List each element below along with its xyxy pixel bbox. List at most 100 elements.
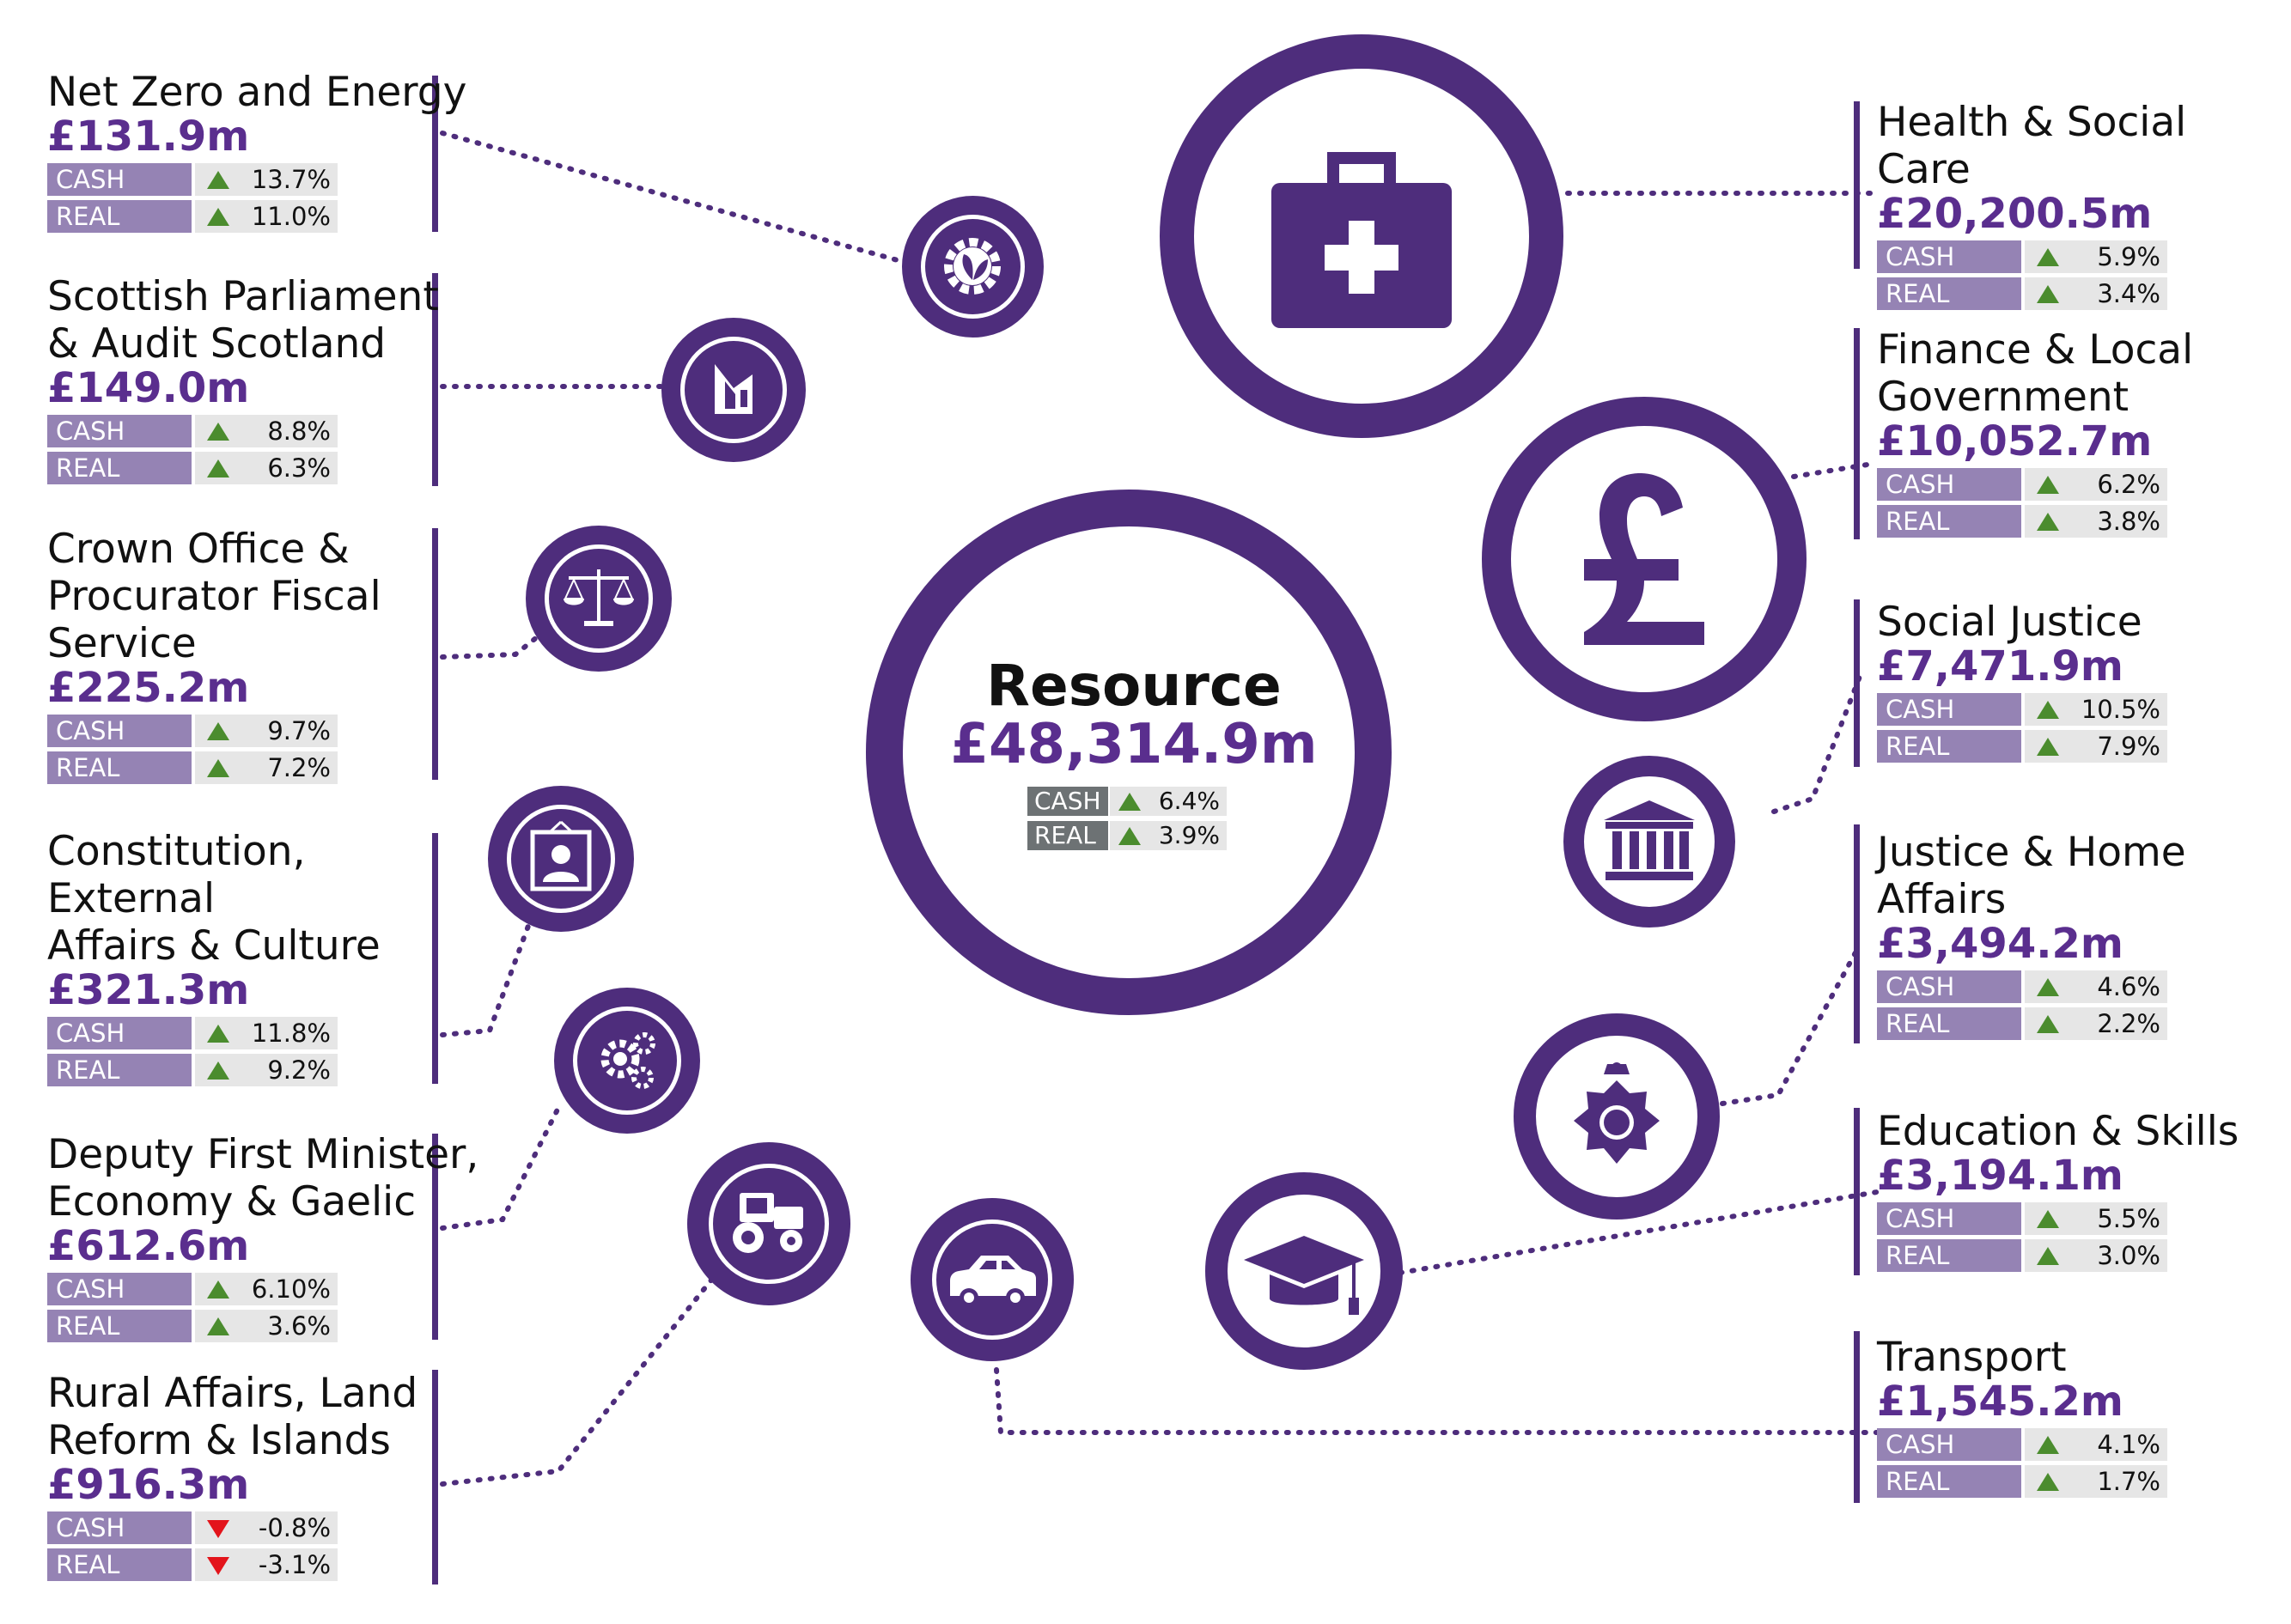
up-arrow-icon xyxy=(207,1280,229,1299)
cash-label: CASH xyxy=(47,715,192,747)
portfolio-name: Health & Social Care xyxy=(1877,99,2187,193)
columns-building-icon xyxy=(1604,800,1695,880)
real-change-value: 11.0% xyxy=(251,202,331,231)
resource-amount: £48,314.9m xyxy=(950,713,1318,776)
right-bar-justice xyxy=(1854,824,1860,1043)
cash-change-row: CASH-0.8% xyxy=(47,1511,417,1544)
up-arrow-icon xyxy=(2037,513,2059,531)
right-bar-education xyxy=(1854,1108,1860,1275)
up-arrow-icon xyxy=(2037,1015,2059,1033)
connector-net-zero xyxy=(440,131,906,265)
real-label: REAL xyxy=(1877,730,2021,763)
real-change-value: 6.3% xyxy=(267,453,331,483)
net-zero-icon-circle xyxy=(902,196,1044,338)
real-change-value: 1.7% xyxy=(2097,1467,2160,1496)
right-bar-finance xyxy=(1854,328,1860,539)
cash-change-value: 11.8% xyxy=(251,1019,331,1048)
real-label: REAL xyxy=(47,200,192,233)
medical-bag-icon xyxy=(1271,152,1452,328)
portfolio-amount: £10,052.7m xyxy=(1877,417,2153,465)
real-change-value: 3.4% xyxy=(2097,279,2160,308)
portfolio-amount: £225.2m xyxy=(47,664,250,712)
portfolio-name: Rural Affairs, Land Reform & Islands xyxy=(47,1370,418,1464)
rural-icon-circle xyxy=(687,1142,850,1305)
connector-crown-office xyxy=(440,624,552,660)
real-change-value: 7.9% xyxy=(2097,732,2160,761)
connector-rural xyxy=(440,1267,722,1487)
real-label: REAL xyxy=(1877,1007,2021,1040)
up-arrow-icon xyxy=(207,1317,229,1335)
real-change-value: 7.2% xyxy=(267,753,331,782)
real-change-row: REAL 7.2% xyxy=(47,751,381,784)
real-change-row: REAL 11.0% xyxy=(47,200,466,233)
portfolio-name: Crown Office & Procurator Fiscal Service xyxy=(47,526,381,667)
cash-label: CASH xyxy=(1877,1428,2021,1461)
crown-office-icon-circle xyxy=(526,526,672,672)
cash-change-value: 6.2% xyxy=(2097,470,2160,499)
real-label: REAL xyxy=(47,751,192,784)
portfolio-name: Constitution, External Affairs & Culture xyxy=(47,828,381,970)
up-arrow-icon xyxy=(1118,793,1141,811)
cash-change-row: CASH 8.8% xyxy=(47,415,439,447)
portfolio-amount: £612.6m xyxy=(47,1222,250,1270)
cash-change-value: 13.7% xyxy=(251,165,331,194)
real-label: REAL xyxy=(47,1054,192,1086)
finance-ring xyxy=(1482,397,1807,721)
portfolio-constitution: Constitution, External Affairs & Culture… xyxy=(47,828,381,1086)
tractor-icon xyxy=(733,1193,803,1253)
portfolio-parliament: Scottish Parliament & Audit Scotland £14… xyxy=(47,273,439,484)
cash-label: CASH xyxy=(47,1511,192,1544)
constitution-icon-circle xyxy=(488,786,634,932)
cash-label: CASH xyxy=(47,1017,192,1049)
cash-label: CASH xyxy=(47,415,192,447)
connector-economy xyxy=(440,1105,561,1231)
portfolio-crown-office: Crown Office & Procurator Fiscal Service… xyxy=(47,526,381,784)
portfolio-finance: Finance & Local Government £10,052.7m CA… xyxy=(1877,326,2193,538)
cash-change-value: 4.6% xyxy=(2097,972,2160,1001)
resource-title: Resource xyxy=(986,653,1282,719)
left-bar-constitution xyxy=(432,833,438,1084)
up-arrow-icon xyxy=(207,1025,229,1043)
real-change-row: REAL 7.9% xyxy=(1877,730,2167,763)
portrait-frame-icon xyxy=(530,820,592,891)
up-arrow-icon xyxy=(207,171,229,189)
left-bar-rural xyxy=(432,1370,438,1584)
gear-leaf-icon xyxy=(944,238,1001,295)
up-arrow-icon xyxy=(207,1061,229,1080)
cash-change-row: CASH 11.8% xyxy=(47,1017,381,1049)
up-arrow-icon xyxy=(2037,476,2059,494)
up-arrow-icon xyxy=(2037,738,2059,756)
right-bar-health xyxy=(1854,101,1860,269)
resource-real-change: 3.9% xyxy=(1158,821,1220,849)
up-arrow-icon xyxy=(2037,248,2059,266)
real-label: REAL xyxy=(1877,1239,2021,1272)
up-arrow-icon xyxy=(2037,285,2059,303)
down-arrow-icon xyxy=(207,1557,229,1575)
portfolio-economy: Deputy First Minister, Economy & Gaelic … xyxy=(47,1131,478,1342)
real-change-value: 2.2% xyxy=(2097,1009,2160,1038)
real-label: REAL xyxy=(47,1548,192,1581)
portfolio-name: Social Justice xyxy=(1877,599,2142,646)
real-change-row: REAL 1.7% xyxy=(1877,1465,2167,1498)
scales-icon xyxy=(564,569,634,626)
real-label: REAL xyxy=(1877,1465,2021,1498)
connector-transport xyxy=(994,1367,1880,1435)
cash-change-value: 8.8% xyxy=(267,417,331,446)
health-ring xyxy=(1160,34,1563,438)
car-icon xyxy=(950,1256,1036,1307)
right-bar-transport xyxy=(1854,1331,1860,1503)
down-arrow-icon xyxy=(207,1520,229,1538)
justice-ring xyxy=(1514,1013,1720,1220)
portfolio-amount: £916.3m xyxy=(47,1461,250,1509)
cash-change-value: 5.9% xyxy=(2097,242,2160,271)
